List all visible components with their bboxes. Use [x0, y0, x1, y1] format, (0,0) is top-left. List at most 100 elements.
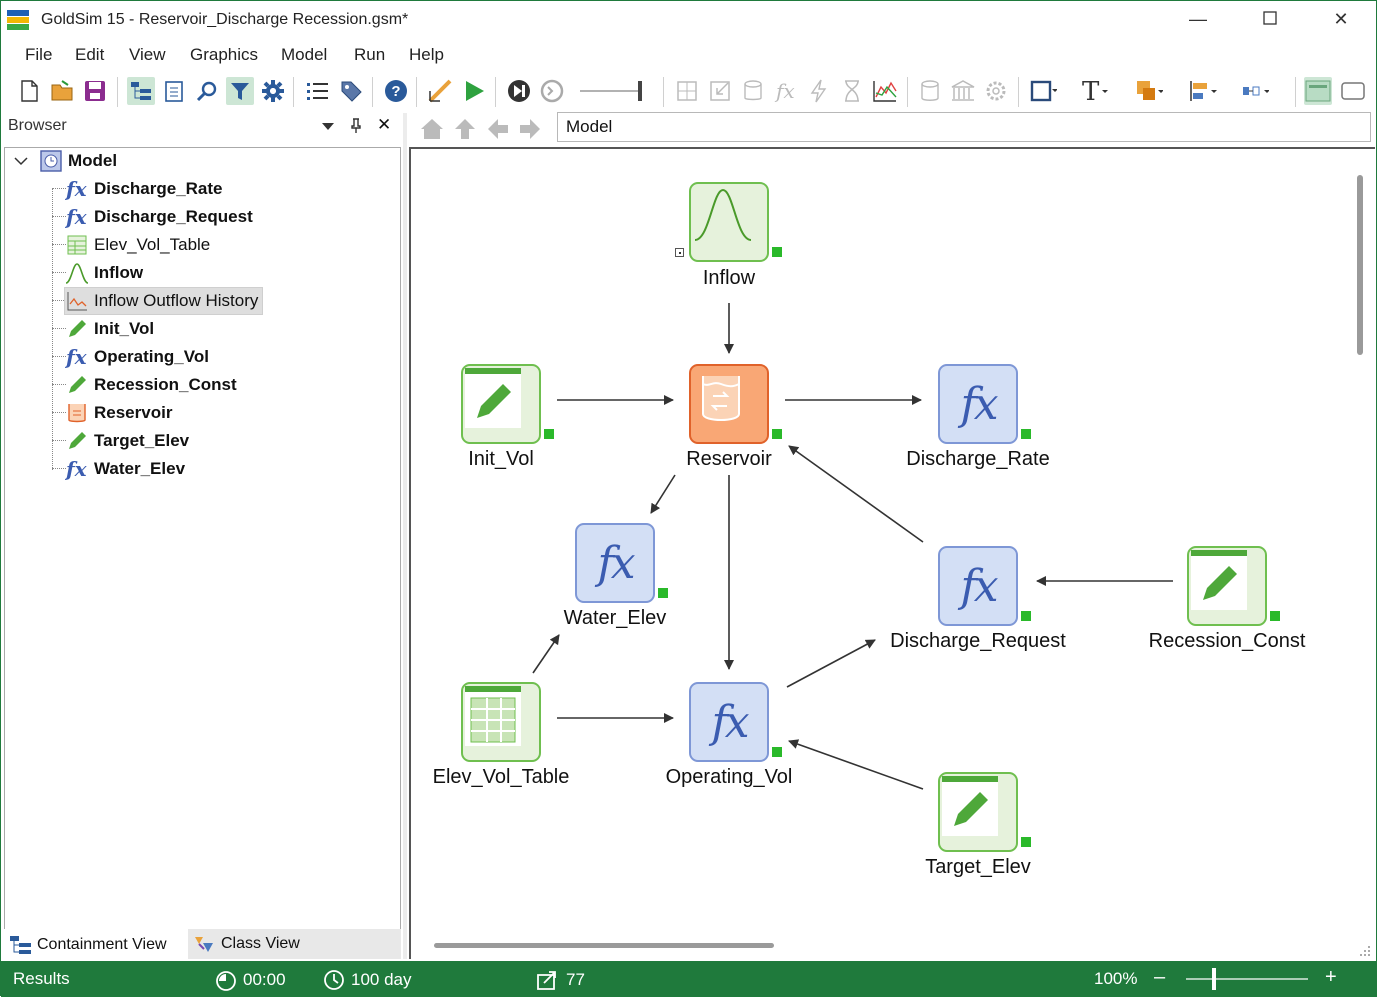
- tab-label: Containment View: [37, 935, 167, 953]
- slider-icon[interactable]: [576, 77, 651, 105]
- save-icon[interactable]: [81, 77, 109, 105]
- tree-item-init-vol[interactable]: Init_Vol: [65, 316, 154, 342]
- fill-icon[interactable]: [1135, 77, 1163, 105]
- distribution-icon: [694, 188, 752, 241]
- filter-icon[interactable]: [226, 77, 254, 105]
- home-icon: [418, 116, 446, 142]
- status-indicator: [772, 429, 782, 439]
- forward-arrow-icon: [516, 116, 544, 142]
- open-folder-icon[interactable]: [48, 77, 76, 105]
- tree-item-target-elev[interactable]: Target_Elev: [65, 428, 189, 454]
- chart-icon[interactable]: [871, 77, 899, 105]
- tree-item-label: Discharge_Request: [94, 207, 253, 226]
- browser-pane: Browser ✕ Model fx Discharge_Ra: [1, 113, 402, 959]
- gear-icon[interactable]: [259, 77, 287, 105]
- up-arrow-icon: [451, 116, 479, 142]
- discharge-rate-node[interactable]: fx: [938, 364, 1018, 444]
- dropdown-icon[interactable]: [322, 123, 334, 131]
- tree-item-elev-vol-table[interactable]: Elev_Vol_Table: [65, 232, 210, 258]
- status-indicator: [1021, 611, 1031, 621]
- zoom-in-button[interactable]: +: [1325, 966, 1337, 988]
- rectangle-icon[interactable]: [1029, 77, 1057, 105]
- align-icon[interactable]: [1189, 77, 1217, 105]
- tree-item-water-elev[interactable]: fx Water_Elev: [65, 456, 185, 482]
- menu-file[interactable]: File: [25, 45, 53, 64]
- tree-item-inflow[interactable]: Inflow: [65, 260, 143, 286]
- tree-item-label: Water_Elev: [94, 459, 186, 478]
- run-icon[interactable]: [460, 77, 488, 105]
- menu-edit[interactable]: Edit: [75, 45, 105, 64]
- menu-view[interactable]: View: [129, 45, 166, 64]
- water-elev-node[interactable]: fx: [575, 523, 655, 603]
- tree-item-label: Inflow: [94, 263, 144, 282]
- menu-model[interactable]: Model: [281, 45, 328, 64]
- search-icon[interactable]: [193, 77, 221, 105]
- containment-view-icon: [10, 935, 31, 954]
- resize-grip-icon[interactable]: [1359, 945, 1371, 957]
- step-icon[interactable]: [505, 77, 533, 105]
- new-file-icon[interactable]: [15, 77, 43, 105]
- distribute-icon[interactable]: [1241, 77, 1269, 105]
- init-vol-label: Init_Vol: [468, 448, 534, 470]
- minimize-button[interactable]: —: [1189, 9, 1207, 29]
- chevron-down-icon[interactable]: [13, 153, 29, 169]
- results-status[interactable]: Results: [13, 969, 70, 988]
- export-icon: [706, 77, 734, 105]
- view-icon[interactable]: [1304, 77, 1332, 105]
- tree-item-discharge-rate[interactable]: fx Discharge_Rate: [65, 176, 223, 202]
- recession-const-node[interactable]: [1187, 546, 1267, 626]
- menu-graphics[interactable]: Graphics: [190, 45, 259, 64]
- tree-root-model[interactable]: Model: [13, 148, 117, 174]
- tag-icon[interactable]: [337, 77, 365, 105]
- tree-item-reservoir[interactable]: Reservoir: [65, 400, 172, 426]
- tree-item-recession-const[interactable]: Recession_Const: [65, 372, 237, 398]
- elev-vol-table-node[interactable]: [461, 682, 541, 762]
- maximize-button[interactable]: [1248, 5, 1292, 33]
- discharge-request-node[interactable]: fx: [938, 546, 1018, 626]
- tree-item-discharge-request[interactable]: fx Discharge_Request: [65, 204, 253, 230]
- back-arrow-icon: [484, 116, 512, 142]
- tab-class-view[interactable]: Class View: [188, 929, 401, 959]
- address-bar[interactable]: Model: [557, 112, 1371, 142]
- edit-ruler-icon[interactable]: [426, 77, 454, 105]
- operating-vol-node[interactable]: fx: [689, 682, 769, 762]
- containment-tree: Model fx Discharge_Rate fx Discharge_Req…: [4, 147, 401, 941]
- zoom-out-button[interactable]: –: [1154, 966, 1166, 988]
- reservoir-node[interactable]: [689, 364, 769, 444]
- close-button[interactable]: ✕: [1333, 9, 1349, 29]
- tree-item-operating-vol[interactable]: fx Operating_Vol: [65, 344, 209, 370]
- function-icon: fx: [65, 345, 89, 369]
- model-canvas[interactable]: Inflow Init_Vol Reservoir fx Discharge_R…: [409, 147, 1375, 959]
- menu-help[interactable]: Help: [409, 45, 444, 64]
- menu-run[interactable]: Run: [354, 45, 386, 64]
- vertical-scrollbar[interactable]: [1357, 175, 1363, 355]
- svg-text:?: ?: [391, 83, 400, 100]
- status-indicator: [1021, 429, 1031, 439]
- function-icon: fx: [711, 696, 749, 748]
- pane-splitter[interactable]: [403, 113, 407, 959]
- function-icon: fx: [597, 537, 635, 589]
- tree-item-inflow-outflow-history[interactable]: Inflow Outflow History: [63, 287, 264, 315]
- tree-item-label: Elev_Vol_Table: [94, 235, 211, 254]
- list-icon[interactable]: [304, 77, 332, 105]
- table-icon: [65, 233, 89, 257]
- database-icon: [916, 77, 944, 105]
- step-count: 77: [536, 969, 585, 991]
- text-icon[interactable]: T: [1081, 77, 1109, 105]
- target-elev-node[interactable]: [938, 772, 1018, 852]
- reset-icon[interactable]: [538, 77, 566, 105]
- init-vol-node[interactable]: [461, 364, 541, 444]
- inflow-node[interactable]: [689, 182, 769, 262]
- browser-icon[interactable]: [127, 77, 155, 105]
- expand-toggle-icon[interactable]: [675, 248, 684, 257]
- help-icon[interactable]: ?: [382, 77, 410, 105]
- window-icon[interactable]: [1339, 77, 1367, 105]
- hourglass-icon: [838, 77, 866, 105]
- pin-icon[interactable]: [349, 118, 363, 134]
- tab-containment-view[interactable]: Containment View: [4, 929, 186, 959]
- zoom-slider[interactable]: [1184, 961, 1312, 997]
- horizontal-scrollbar[interactable]: [434, 943, 774, 948]
- close-pane-icon[interactable]: ✕: [377, 115, 392, 134]
- clipboard-icon[interactable]: [160, 77, 188, 105]
- pencil-data-icon: [465, 368, 521, 428]
